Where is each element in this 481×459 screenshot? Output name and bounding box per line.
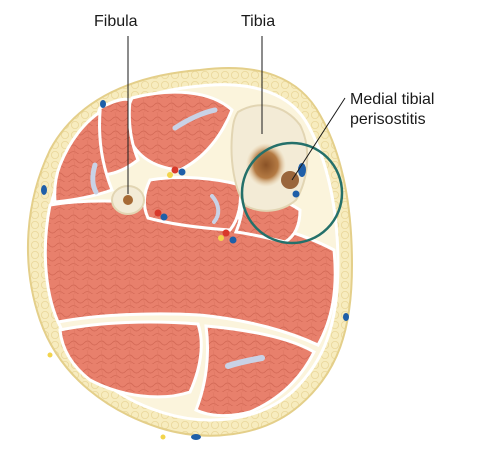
tibialis-posterior xyxy=(144,178,240,230)
gastrocnemius-medial xyxy=(60,322,201,397)
tibia-label: Tibia xyxy=(241,12,275,32)
condition-label-line-1: Medial tibial xyxy=(350,90,434,110)
fibula-marrow xyxy=(123,195,133,205)
condition-label-line-2: perisostitis xyxy=(350,110,434,130)
medial-tibial-periostitis-label: Medial tibial perisostitis xyxy=(350,90,434,130)
fibula-label: Fibula xyxy=(94,12,138,32)
